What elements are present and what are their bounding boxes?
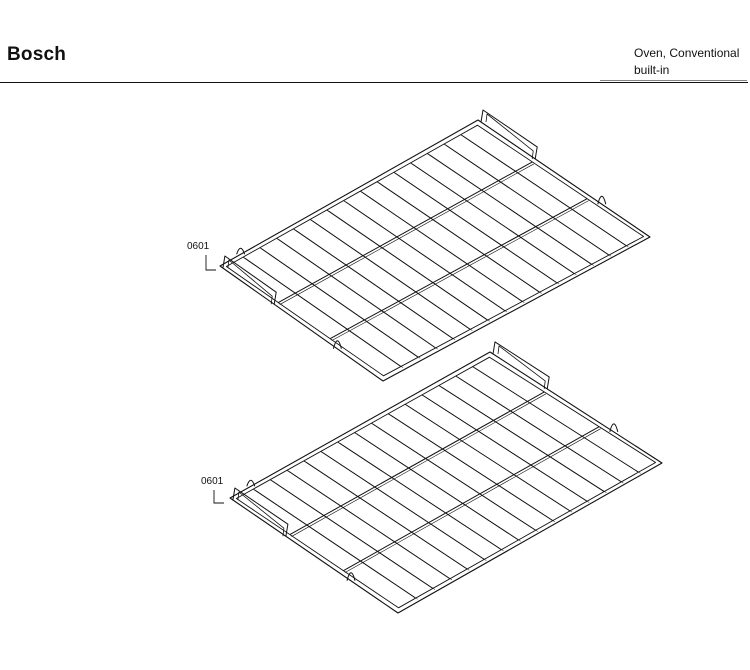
rack-stop-bump	[246, 479, 256, 487]
part-number-label: 0601	[187, 241, 210, 252]
part-callout-2[interactable]: 0601	[201, 476, 224, 504]
callout-leader-line	[213, 490, 224, 504]
callout-leader-line	[205, 255, 216, 271]
rack-wire-shadow	[429, 154, 594, 266]
rack-side-rail	[492, 341, 550, 389]
rack-wire-shadow	[295, 229, 456, 341]
rack-wire-shadow	[272, 480, 436, 590]
rack-wire-shadow	[412, 163, 577, 276]
rack-wire-shadow	[305, 461, 470, 571]
rack-wire-shadow	[424, 395, 590, 503]
oven-rack-lower[interactable]	[229, 341, 663, 614]
rack-wire-shadow	[446, 144, 612, 257]
rack-wire-shadow	[245, 258, 404, 368]
rack-stop-bump	[332, 340, 342, 349]
rack-frame	[219, 119, 651, 382]
rack-wire-shadow	[345, 201, 508, 313]
rack-wire-shadow	[261, 248, 421, 359]
rack-frame-inner	[235, 356, 657, 609]
oven-rack-upper[interactable]	[219, 109, 651, 382]
rack-wire-shadow	[339, 442, 504, 552]
rack-side-rail	[480, 109, 538, 159]
rack-support-wire	[279, 163, 534, 305]
rack-wire-shadow	[289, 471, 453, 581]
rack-support-wire	[343, 426, 600, 572]
rack-wire-shadow	[328, 210, 490, 322]
rack-side-rail-inner	[497, 345, 546, 389]
rack-support-wire	[329, 198, 588, 340]
rack-side-rail-inner	[227, 259, 273, 305]
rack-wire-shadow	[356, 433, 521, 542]
rack-side-rail-inner	[485, 113, 534, 159]
part-number-label: 0601	[201, 476, 224, 487]
rack-stop-bump	[597, 195, 607, 205]
rack-side-rail	[222, 255, 277, 305]
rack-stop-bump	[346, 572, 356, 581]
header-divider	[0, 82, 748, 83]
rack-frame-inner	[225, 124, 645, 377]
rack-support-wire	[344, 428, 601, 573]
rack-wire-shadow	[440, 386, 607, 494]
rack-wire-shadow	[395, 173, 560, 285]
rack-wire-shadow	[462, 135, 629, 248]
rack-support-wire	[278, 161, 533, 304]
product-description: Oven, Conventional built-in	[634, 45, 746, 79]
rack-support-wire	[331, 200, 589, 341]
rack-stop-bump	[609, 423, 619, 433]
rack-support-wire	[291, 393, 546, 537]
product-line-2: built-in	[634, 63, 670, 77]
rack-wire-shadow	[255, 490, 419, 600]
part-callout-1[interactable]: 0601	[187, 241, 216, 271]
rack-wire-shadow	[457, 376, 624, 484]
rack-support-wire	[289, 391, 545, 536]
rack-stop-bump	[236, 247, 246, 255]
brand-name: Bosch	[7, 44, 67, 65]
product-line-1: Oven, Conventional	[634, 46, 740, 60]
rack-wire-shadow	[390, 414, 556, 523]
rack-wire-shadow	[322, 452, 487, 561]
rack-wire-shadow	[278, 239, 438, 350]
rack-wire-shadow	[362, 192, 525, 303]
rack-wire-shadow	[312, 220, 473, 331]
rack-side-rail-inner	[237, 491, 285, 537]
rack-wire-shadow	[474, 367, 641, 474]
rack-wire-shadow	[379, 182, 542, 294]
rack-frame	[229, 351, 663, 614]
rack-wire-shadow	[373, 424, 538, 532]
rack-wire-shadow	[407, 405, 573, 513]
header-divider-accent	[600, 80, 747, 81]
rack-side-rail	[232, 487, 289, 537]
